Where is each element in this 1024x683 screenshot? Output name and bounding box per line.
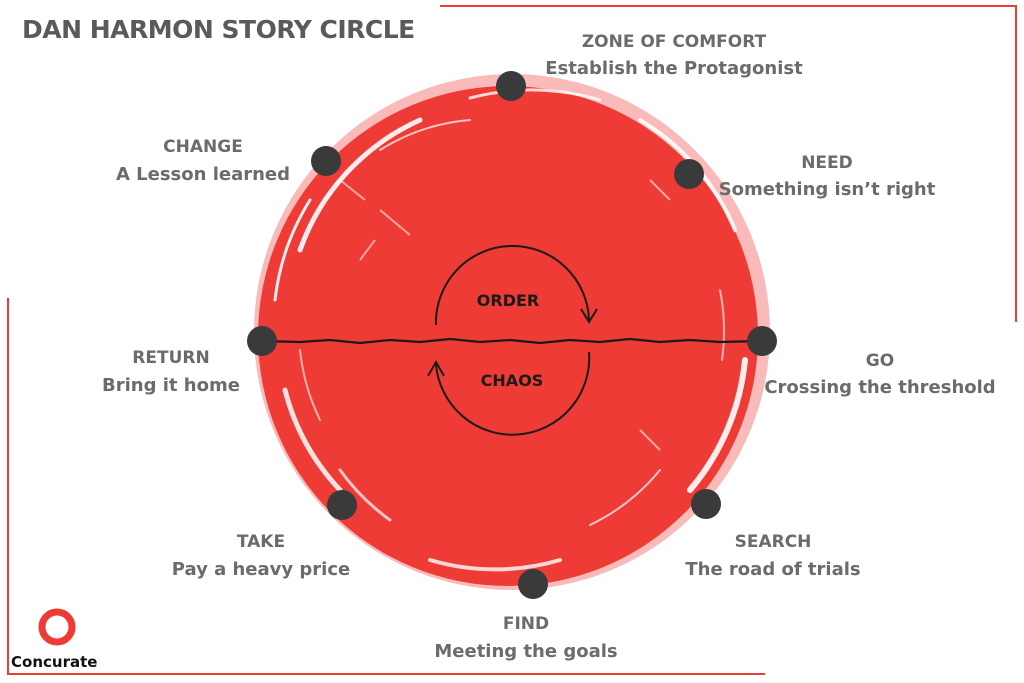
- stage-take-title: TAKE: [237, 532, 285, 552]
- node-go: [747, 326, 777, 356]
- frame-top-right: [440, 5, 1017, 322]
- stage-need: NEED Something isn’t right: [719, 153, 936, 200]
- brand-logo: Concurate: [11, 608, 97, 671]
- cycle-arrows: [427, 244, 598, 436]
- order-label: ORDER: [477, 291, 539, 310]
- node-find: [518, 569, 548, 599]
- stage-change: CHANGE A Lesson learned: [116, 137, 290, 185]
- order-arrowhead: [580, 308, 598, 324]
- frame-bottom-left: [7, 298, 765, 675]
- stage-take: TAKE Pay a heavy price: [172, 532, 350, 580]
- stage-search: SEARCH The road of trials: [685, 532, 860, 580]
- stage-zone: ZONE OF COMFORT Establish the Protagonis…: [545, 32, 803, 79]
- stage-search-title: SEARCH: [735, 532, 812, 552]
- stage-return-title: RETURN: [132, 348, 209, 368]
- node-change: [311, 146, 341, 176]
- node-search: [691, 489, 721, 519]
- stage-find-subtitle: Meeting the goals: [434, 641, 617, 662]
- stage-return-subtitle: Bring it home: [102, 375, 240, 396]
- chaos-arrowhead: [427, 359, 445, 377]
- stage-nodes: [247, 71, 777, 599]
- horizon-line: [261, 337, 763, 345]
- stage-need-subtitle: Something isn’t right: [719, 179, 936, 200]
- node-take: [327, 490, 357, 520]
- stage-zone-subtitle: Establish the Protagonist: [545, 58, 803, 79]
- red-circle: [254, 74, 770, 590]
- stage-take-subtitle: Pay a heavy price: [172, 559, 350, 580]
- stage-go-title: GO: [866, 351, 894, 371]
- brand-ring-icon: [38, 608, 76, 646]
- brand-name: Concurate: [11, 653, 97, 671]
- stage-return: RETURN Bring it home: [102, 348, 240, 396]
- page-title: DAN HARMON STORY CIRCLE: [22, 15, 415, 44]
- chaos-arc: [435, 351, 591, 436]
- stage-change-subtitle: A Lesson learned: [116, 164, 290, 185]
- node-zone: [496, 71, 526, 101]
- node-return: [247, 326, 277, 356]
- order-arc: [434, 244, 590, 326]
- stage-find: FIND Meeting the goals: [434, 614, 617, 662]
- node-need: [674, 159, 704, 189]
- stage-need-title: NEED: [801, 153, 853, 173]
- stage-go: GO Crossing the threshold: [764, 351, 995, 398]
- frame-lines: [7, 5, 1017, 675]
- stage-go-subtitle: Crossing the threshold: [764, 377, 995, 398]
- stage-zone-title: ZONE OF COMFORT: [582, 32, 767, 52]
- stage-search-subtitle: The road of trials: [685, 559, 860, 580]
- stage-find-title: FIND: [503, 614, 549, 634]
- chaos-label: CHAOS: [481, 371, 544, 390]
- stage-change-title: CHANGE: [163, 137, 243, 157]
